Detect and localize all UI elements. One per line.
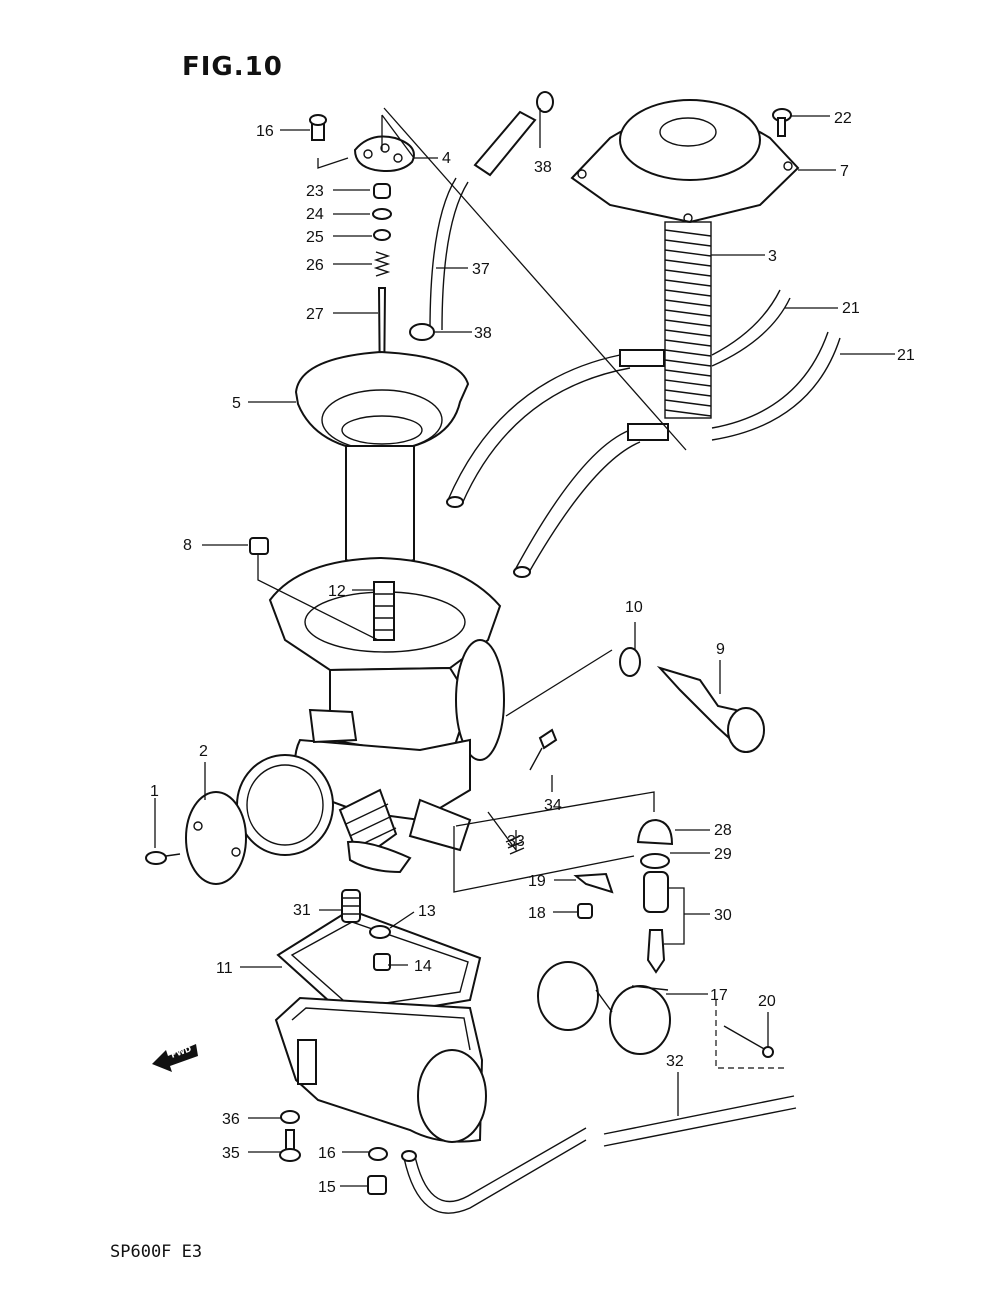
float-pin-20: [723, 1025, 774, 1058]
float-17: [537, 961, 671, 1055]
callout-3: 3: [768, 248, 777, 265]
float-chamber: [274, 996, 487, 1143]
callout-21-a: 21: [842, 300, 860, 317]
hose-37: [429, 110, 537, 331]
overflow-hose-left-a: [446, 349, 665, 508]
callout-33: 33: [507, 833, 525, 850]
callout-27: 27: [306, 306, 324, 323]
callout-36: 36: [222, 1111, 240, 1128]
callout-1: 1: [150, 783, 159, 800]
callout-16-bottom: 16: [318, 1145, 336, 1162]
screw-16-top: [309, 114, 327, 141]
callout-38-mid: 38: [474, 325, 492, 342]
callout-22: 22: [834, 110, 852, 127]
callout-7: 7: [840, 163, 849, 180]
needle-valve-30: [643, 871, 669, 974]
throttle-stop-screw-34: [529, 728, 558, 771]
callout-9: 9: [716, 641, 725, 658]
fwd-arrow-icon: FWD: [152, 1044, 198, 1072]
callout-38-top: 38: [534, 159, 552, 176]
callout-35: 35: [222, 1145, 240, 1162]
callout-8: 8: [183, 537, 192, 554]
screw-8: [249, 537, 269, 555]
callout-23: 23: [306, 183, 324, 200]
callout-14: 14: [414, 958, 432, 975]
starter-plunger-9: [656, 666, 765, 753]
screw-18: [577, 903, 593, 919]
vent-hose-21a: [711, 289, 791, 367]
callout-5: 5: [232, 395, 241, 412]
drain-hose-32: [401, 1095, 797, 1214]
callout-21-b: 21: [897, 347, 915, 364]
clip-24: [372, 208, 392, 220]
main-jet-14: [373, 953, 391, 971]
diaphragm-cover: [570, 99, 800, 224]
drain-screw-15: [367, 1175, 387, 1195]
callout-30: 30: [714, 907, 732, 924]
callout-24: 24: [306, 206, 324, 223]
float-pin-bracket: [715, 1000, 788, 1069]
o-ring-10: [619, 647, 641, 677]
air-jet-31: [341, 889, 361, 923]
callout-2: 2: [199, 743, 208, 760]
callout-13: 13: [418, 903, 436, 920]
diaphragm-piston: [294, 350, 470, 567]
overflow-hose-left-b: [513, 423, 669, 578]
callout-numbers: 16 4 38 22 7 3 21 21 23 24 25 26 27 37 3…: [150, 110, 915, 1196]
callout-28: 28: [714, 822, 732, 839]
screw-35: [279, 1129, 301, 1162]
screw-1: [145, 851, 181, 865]
washer-25: [373, 229, 391, 241]
diaphragm-spring: [664, 221, 712, 419]
o-ring-29: [640, 853, 670, 869]
needle-retainer-plate: [353, 135, 415, 172]
callout-26: 26: [306, 257, 324, 274]
carburetor-body: [236, 556, 505, 874]
vent-hose-21b: [711, 331, 841, 441]
callout-11: 11: [216, 960, 233, 977]
collar-23: [373, 183, 391, 199]
callout-29: 29: [714, 846, 732, 863]
model-code: SP600F E3: [110, 1242, 203, 1262]
callout-18: 18: [528, 905, 546, 922]
callout-34: 34: [544, 797, 562, 814]
washer-36: [280, 1110, 300, 1124]
spring-33: [505, 835, 525, 855]
float-needle-seat-12: [373, 581, 395, 641]
callout-25: 25: [306, 229, 324, 246]
leader-lines: [154, 107, 895, 1187]
callout-31: 31: [293, 902, 311, 919]
clip-38-mid: [409, 323, 435, 341]
washer-16-bottom: [368, 1147, 388, 1161]
callout-17: 17: [710, 987, 728, 1004]
bracket-19: [573, 872, 614, 894]
callout-4: 4: [442, 150, 451, 167]
callout-16-top: 16: [256, 123, 274, 140]
callout-10: 10: [625, 599, 643, 616]
figure-title: FIG.10: [182, 52, 283, 82]
callout-12: 12: [328, 583, 346, 600]
clip-38-top: [536, 91, 554, 113]
spring-26: [373, 251, 391, 277]
callout-37: 37: [472, 261, 490, 278]
callout-15: 15: [318, 1179, 336, 1196]
cover-2: [185, 791, 247, 885]
cap-28: [636, 818, 674, 846]
callout-20: 20: [758, 993, 776, 1010]
screw-22: [772, 108, 792, 137]
callout-19: 19: [528, 873, 546, 890]
washer-13: [369, 925, 391, 939]
callout-32: 32: [666, 1053, 684, 1070]
